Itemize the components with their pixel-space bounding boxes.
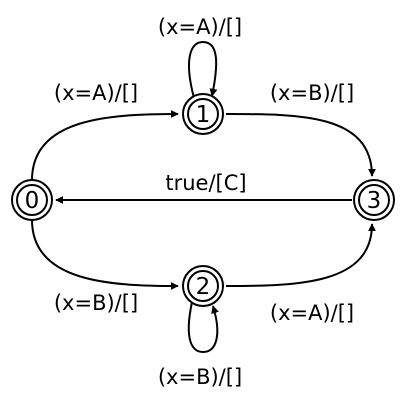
label-edge-1-to-3: (x=B)/[] xyxy=(270,81,354,105)
state-label-2: 2 xyxy=(196,274,211,300)
edge-0-to-1 xyxy=(31,110,179,181)
state-label-0: 0 xyxy=(25,188,40,214)
label-edge-3-to-0: true/[C] xyxy=(165,171,246,195)
edges xyxy=(31,40,376,354)
state-node-0: 0 xyxy=(11,179,53,221)
label-edge-0-to-2: (x=B)/[] xyxy=(54,291,138,315)
label-edge-2-self-loop: (x=B)/[] xyxy=(158,365,242,389)
edge-labels: (x=A)/[] (x=A)/[] (x=B)/[] true/[C] (x=B… xyxy=(54,15,354,389)
state-node-3: 3 xyxy=(353,179,395,221)
label-edge-0-to-1: (x=A)/[] xyxy=(54,81,138,105)
edge-2-to-3 xyxy=(225,223,376,287)
edge-2-self-loop xyxy=(187,301,219,354)
label-edge-1-self-loop: (x=A)/[] xyxy=(158,15,242,39)
edge-0-to-2 xyxy=(31,219,179,290)
state-node-1: 1 xyxy=(182,93,224,135)
label-edge-2-to-3: (x=A)/[] xyxy=(270,301,354,325)
state-label-3: 3 xyxy=(367,188,382,214)
edge-1-self-loop xyxy=(188,40,218,99)
state-node-2: 2 xyxy=(182,265,224,307)
edge-1-to-3 xyxy=(225,113,376,177)
state-label-1: 1 xyxy=(196,102,211,128)
